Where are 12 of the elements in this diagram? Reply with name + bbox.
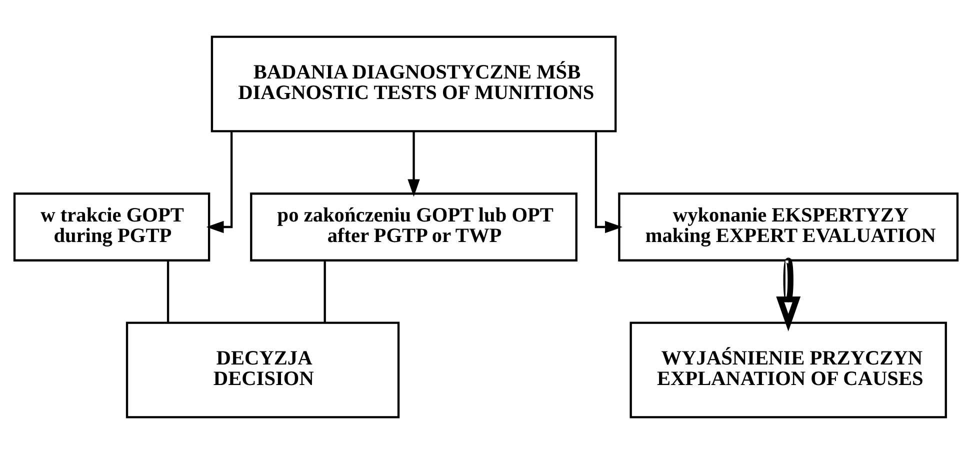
node-box: WYJAŚNIENIE PRZYCZYN EXPLANATION OF CAUSES [630, 322, 947, 418]
node-box: BADANIA DIAGNOSTYCZNE MŚB DIAGNOSTIC TESTS OF MUNITIONS [210, 36, 617, 132]
arrow [594, 131, 622, 234]
node-box: w trakcie GOPT during PGTP [13, 192, 210, 262]
node-box: po zakończeniu GOPT lub OPT after PGTP or TWP [250, 192, 578, 262]
arrow [776, 258, 801, 332]
arrow [408, 131, 420, 197]
node-box: DECYZJA DECISION [126, 322, 400, 418]
node-box: wykonanie EKSPERTYZY making EXPERT EVALUATION [618, 192, 959, 262]
connector [324, 260, 326, 323]
connector [166, 260, 170, 323]
arrow [206, 131, 233, 234]
